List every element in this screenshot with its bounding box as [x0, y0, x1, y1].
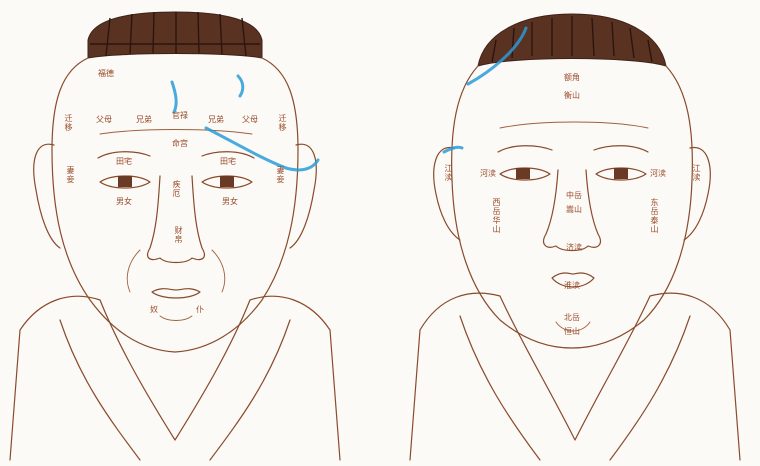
right-label-chin-2: 恒山	[564, 328, 580, 336]
left-ear-left	[34, 144, 60, 248]
left-pupil-right	[220, 176, 234, 187]
left-label-l-upper-vert: 迁移	[64, 114, 72, 132]
right-label-l-cheek-vert: 西岳华山	[492, 198, 500, 234]
right-pupil-right	[614, 168, 628, 179]
left-forehead-line	[100, 130, 252, 135]
left-label-r-eye-top: 田宅	[220, 158, 236, 166]
left-label-l-under-eye: 男女	[116, 198, 132, 206]
left-label-l-cheek-vert: 妻妾	[66, 166, 74, 184]
right-label-chin-1: 北岳	[564, 314, 580, 322]
right-label-top-2: 衡山	[564, 92, 580, 100]
left-label-nose-mid: 疾厄	[172, 180, 180, 198]
right-label-r-eye: 河渎	[650, 170, 666, 178]
left-nasolabial-left	[127, 250, 140, 292]
left-mouth	[152, 289, 200, 298]
right-label-r-cheek-vert: 东岳泰山	[650, 198, 658, 234]
right-forehead-line	[500, 122, 648, 128]
left-label-center: 命宫	[172, 140, 188, 148]
left-label-nose-low: 财帛	[174, 226, 182, 244]
left-ear-right	[290, 144, 316, 248]
left-label-r-cheek-vert: 妻妾	[276, 166, 284, 184]
left-label-r-mid: 兄弟	[208, 116, 224, 124]
right-label-top-1: 额角	[564, 74, 580, 82]
left-nasolabial-right	[212, 250, 225, 292]
left-label-r-upper-vert: 迁移	[278, 114, 286, 132]
right-label-nose-2: 嵩山	[566, 206, 582, 214]
right-brow-right	[594, 146, 648, 152]
left-blue-mark-1	[172, 82, 176, 112]
right-label-mouth: 淮渎	[564, 282, 580, 290]
left-blue-mark-3	[238, 76, 243, 96]
left-label-center-top: 官禄	[172, 112, 188, 120]
left-label-chin-left: 奴	[150, 306, 158, 314]
left-label-chin-right: 仆	[196, 306, 204, 314]
right-label-l-eye: 河渎	[480, 170, 496, 178]
right-pupil-left	[516, 168, 530, 179]
left-label-l-mid: 父母	[96, 116, 112, 124]
left-label-top-1: 福德	[98, 70, 114, 78]
left-label-l-eye-top: 田宅	[116, 158, 132, 166]
right-label-nose-1: 中岳	[566, 192, 582, 200]
right-label-r-ear-vert: 江渎	[692, 164, 700, 182]
right-brow-left	[498, 146, 552, 152]
left-label-r-under-eye: 男女	[222, 198, 238, 206]
left-chin	[160, 316, 192, 321]
right-label-philtrum: 济渎	[566, 244, 582, 252]
left-label-l-mid2: 兄弟	[136, 116, 152, 124]
left-hair	[88, 12, 262, 58]
left-label-r-mid2: 父母	[242, 116, 258, 124]
right-label-l-ear-vert: 江渎	[444, 164, 452, 182]
left-pupil-left	[118, 176, 132, 187]
